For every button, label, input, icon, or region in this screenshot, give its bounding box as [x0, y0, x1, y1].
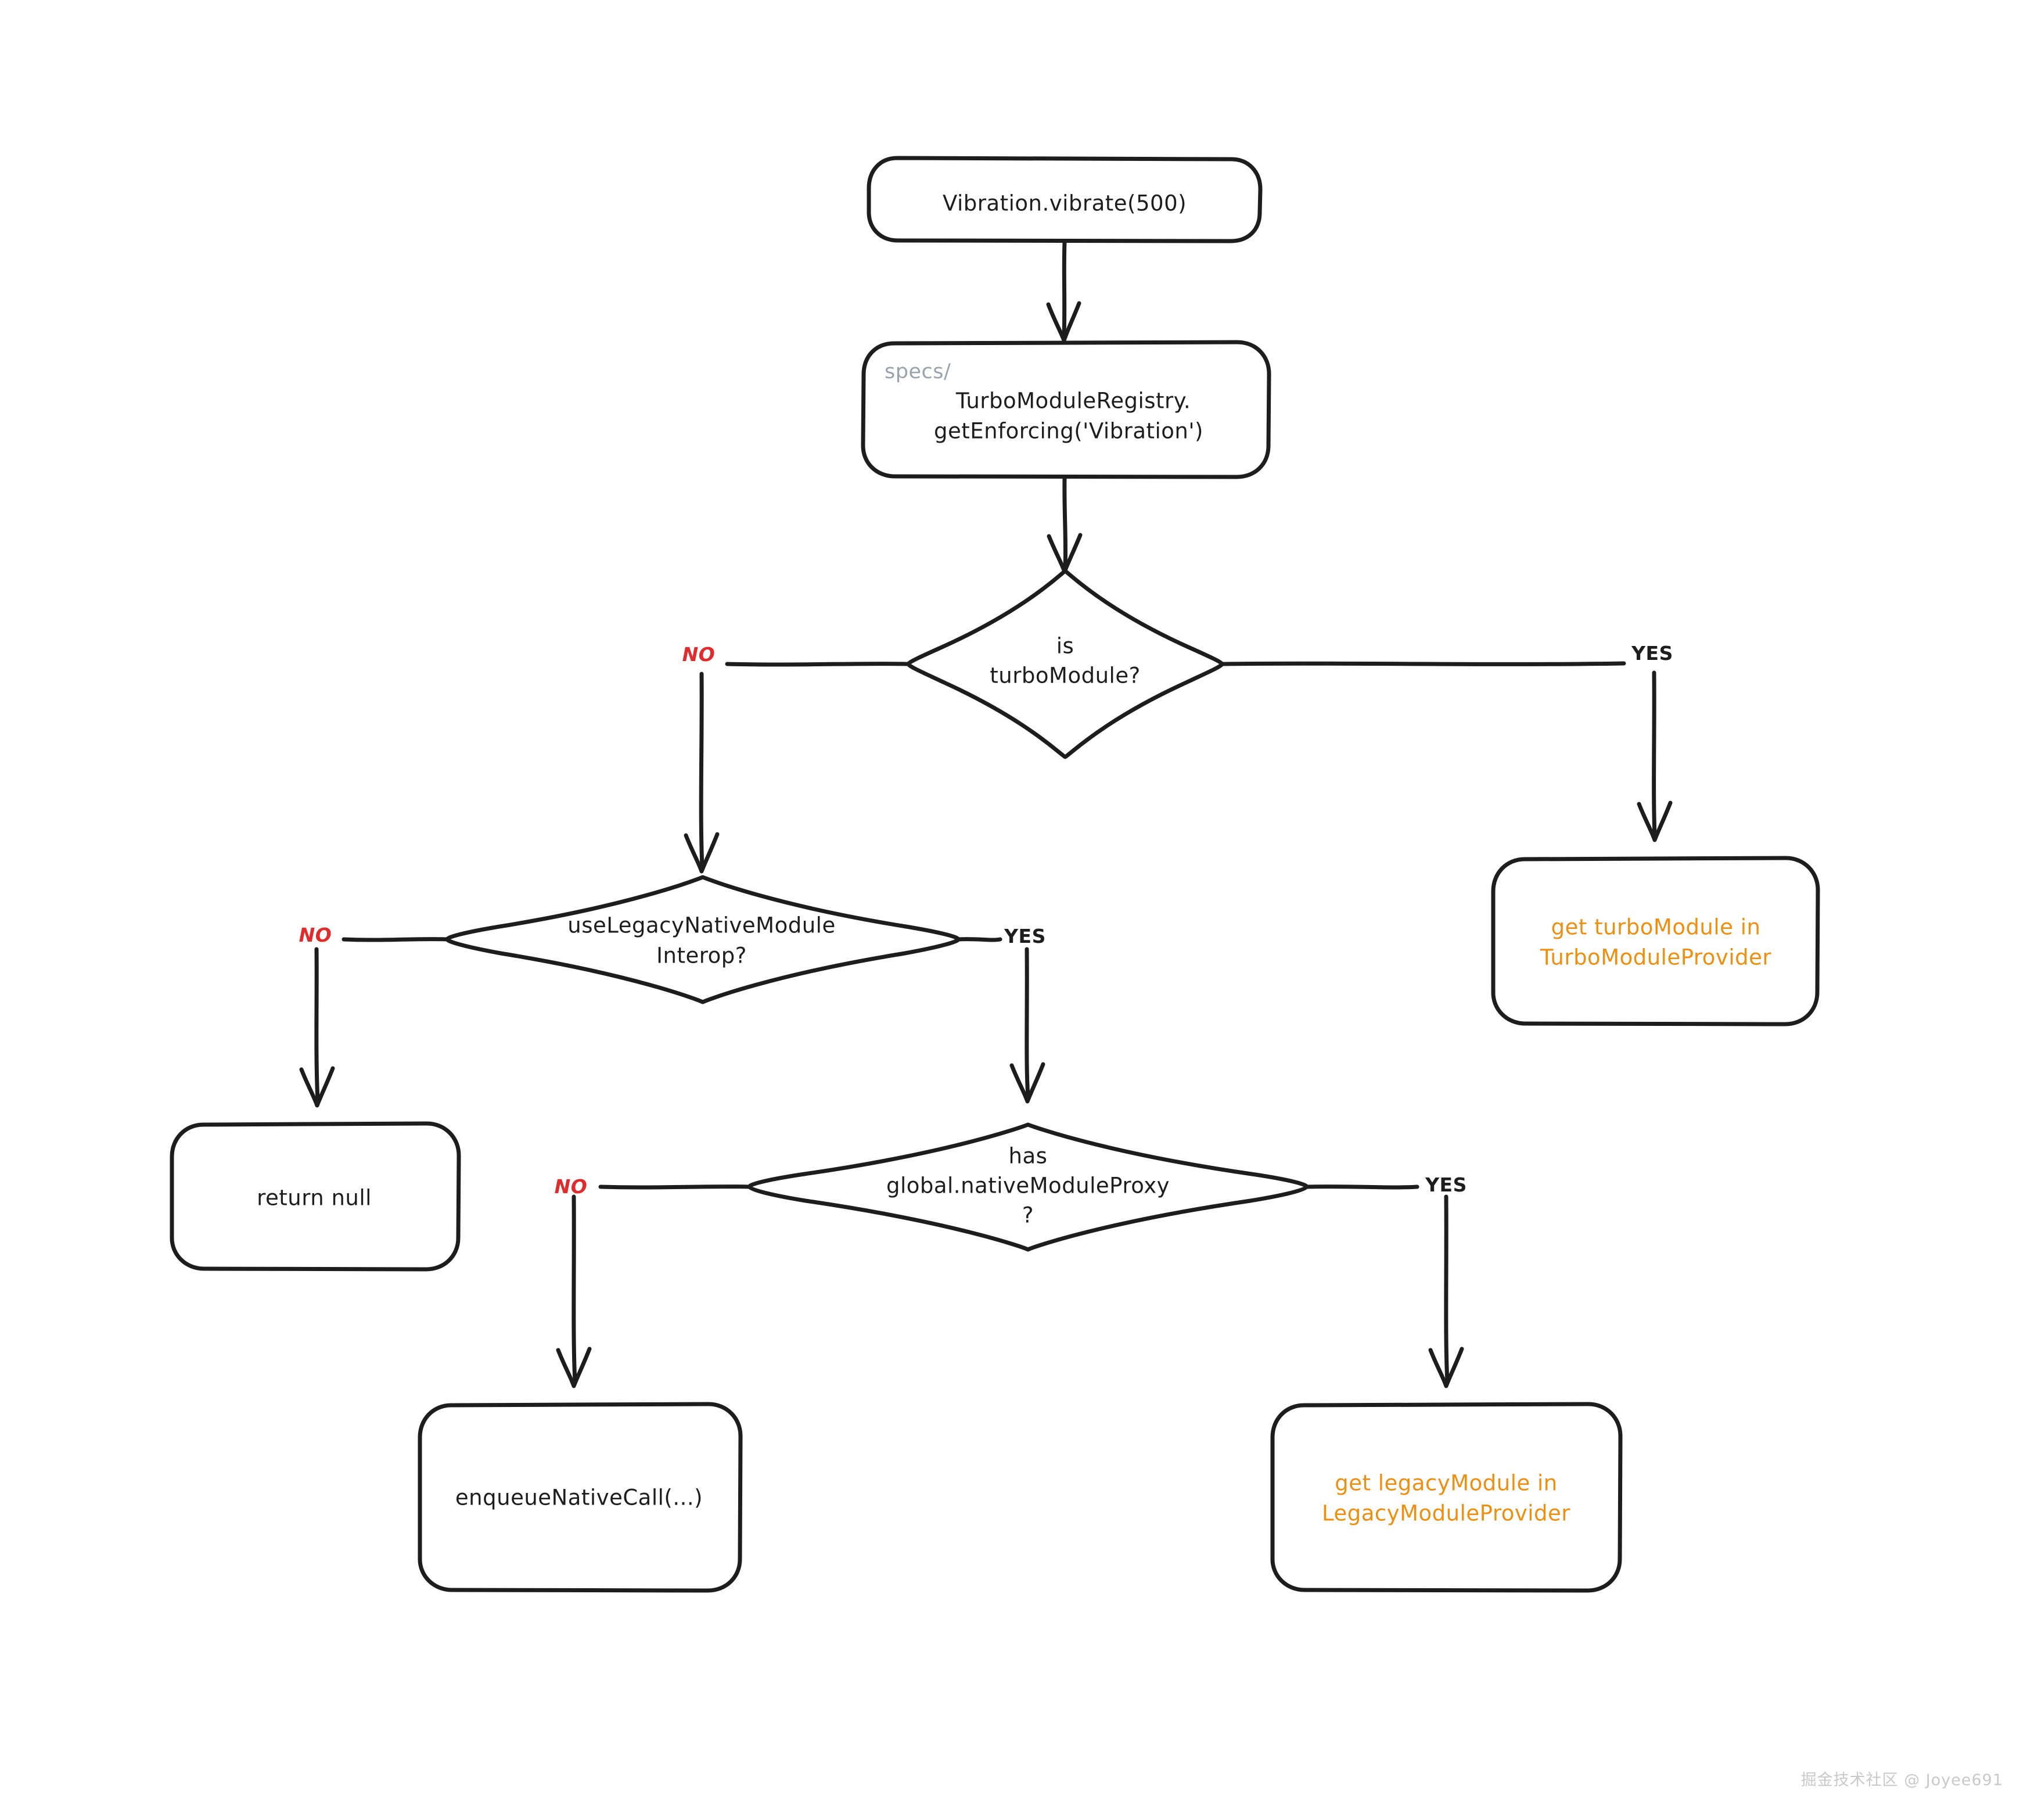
- node-specs-path-label: specs/: [885, 360, 951, 383]
- node-turbomoduleregistry-shape[interactable]: [861, 340, 1271, 479]
- edge-uselegacy-yes: [956, 937, 1045, 1104]
- node-turbomoduleregistry-label-line2: getEnforcing('Vibration'): [934, 418, 1203, 444]
- node-is-turbomodule-shape[interactable]: [906, 569, 1224, 759]
- edge-registry-to-is-turbomodule: [1047, 475, 1083, 574]
- node-is-turbomodule-label-line1: is: [1056, 633, 1074, 659]
- edge-label-uselegacy-no: NO: [299, 923, 332, 946]
- edge-is-turbomodule-no: [684, 662, 911, 874]
- edge-is-turbomodule-yes: [1220, 661, 1673, 842]
- edge-label-is-turbomodule-no: NO: [682, 642, 716, 666]
- edge-hasproxy-no: [556, 1184, 752, 1388]
- node-get-turbomodule-label-line1: get turboModule in: [1551, 914, 1761, 940]
- node-is-turbomodule-label-line2: turboModule?: [990, 663, 1141, 688]
- node-get-turbomodule-label-line2: TurboModuleProvider: [1540, 945, 1772, 970]
- watermark-text: 掘金技术社区 @ Joyee691: [1800, 1771, 2003, 1789]
- node-return-null-label: return null: [257, 1185, 372, 1211]
- node-enqueuenativecall-shape[interactable]: [418, 1402, 743, 1593]
- node-has-nativemoduleproxy-label-line2: global.nativeModuleProxy: [886, 1173, 1170, 1198]
- node-has-nativemoduleproxy-shape[interactable]: [747, 1122, 1309, 1252]
- node-uselegacynativemoduleinterop-label-line1: useLegacyNativeModule: [567, 913, 836, 938]
- node-vibrate-vibrate-shape[interactable]: [867, 156, 1263, 243]
- node-return-null-shape[interactable]: [170, 1121, 461, 1272]
- edge-label-hasproxy-yes: YES: [1425, 1173, 1467, 1196]
- node-get-turbomodule-shape[interactable]: [1491, 856, 1820, 1026]
- node-vibrate-vibrate-label: Vibration.vibrate(500): [942, 191, 1187, 216]
- edge-uselegacy-no: [299, 937, 450, 1108]
- node-has-nativemoduleproxy-label-line3: ?: [1022, 1202, 1034, 1228]
- node-get-legacymodule-shape[interactable]: [1270, 1402, 1623, 1593]
- node-uselegacynativemoduleinterop-label-line2: Interop?: [656, 943, 747, 968]
- edge-label-uselegacy-yes: YES: [1004, 924, 1046, 947]
- edge-vibrate-to-registry: [1046, 240, 1081, 343]
- edge-label-hasproxy-no: NO: [554, 1175, 588, 1198]
- node-turbomoduleregistry-label-line1: TurboModuleRegistry.: [955, 388, 1191, 414]
- edge-hasproxy-yes: [1304, 1184, 1464, 1388]
- node-has-nativemoduleproxy-label-line1: has: [1008, 1143, 1048, 1169]
- edge-label-is-turbomodule-yes: YES: [1631, 641, 1673, 665]
- node-get-legacymodule-label-line1: get legacyModule in: [1335, 1470, 1558, 1496]
- node-get-legacymodule-label-line2: LegacyModuleProvider: [1321, 1500, 1571, 1526]
- node-enqueuenativecall-label: enqueueNativeCall(...): [455, 1485, 703, 1510]
- node-uselegacynativemoduleinterop-shape[interactable]: [445, 875, 961, 1004]
